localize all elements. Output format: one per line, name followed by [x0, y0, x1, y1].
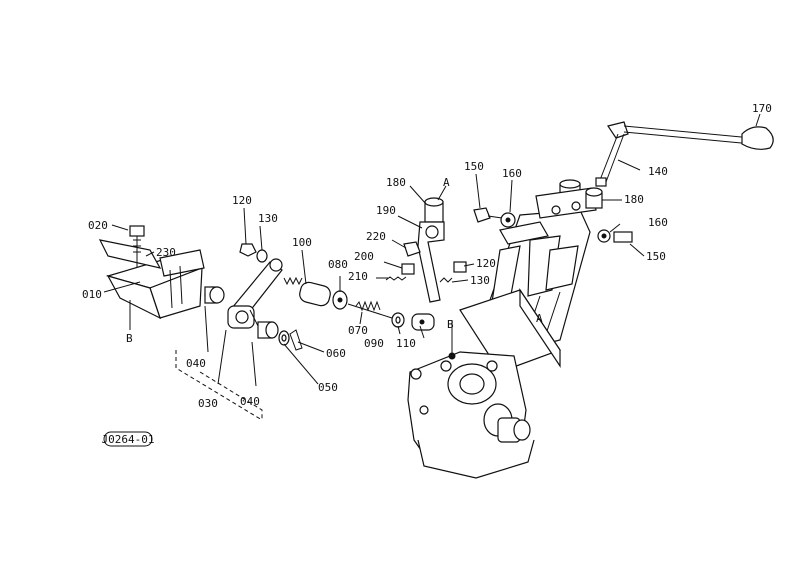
nut-120-right: [453, 261, 467, 273]
callout-090: 090: [364, 337, 384, 350]
washer-080: [332, 290, 348, 310]
bushing-040-upper: [204, 286, 225, 304]
callout-150-left: 150: [464, 160, 484, 173]
spring-210: [385, 276, 407, 281]
callout-200: 200: [354, 250, 374, 263]
steering-housing: [407, 179, 597, 479]
bracket-010: [105, 249, 205, 320]
lever-rod-140: [595, 121, 753, 187]
knob-170: [741, 126, 774, 150]
callout-130-left: 130: [258, 212, 278, 225]
callout-150-right: 150: [646, 250, 666, 263]
callout-120-right: 120: [476, 257, 496, 270]
callout-120-left: 120: [232, 194, 252, 207]
callout-060: 060: [326, 347, 346, 360]
callout-070: 070: [348, 324, 368, 337]
washer-130-left: [256, 249, 268, 263]
nut-200: [401, 263, 415, 275]
bolt-020: [129, 225, 145, 268]
callout-010: 010: [82, 288, 102, 301]
callout-130-right: 130: [470, 274, 490, 287]
callout-020: 020: [88, 219, 108, 232]
callout-040-upper: 040: [186, 357, 206, 370]
callout-180-left: 180: [386, 176, 406, 189]
callout-100: 100: [292, 236, 312, 249]
pin-060: [289, 329, 303, 351]
callout-160-left: 160: [502, 167, 522, 180]
bolt-220: [403, 241, 421, 257]
drawing-id-badge: J0264-01: [102, 431, 155, 447]
callout-210: 210: [348, 270, 368, 283]
callout-050: 050: [318, 381, 338, 394]
washer-050: [278, 330, 290, 346]
collar-180-left: [424, 197, 444, 223]
callout-140: 140: [648, 165, 668, 178]
ref-b-housing: B: [447, 318, 454, 331]
ref-a-housing: A: [536, 312, 543, 325]
callout-labels: 010 020 030 040 040 050 060 070 080 090 …: [82, 102, 772, 410]
callout-190: 190: [376, 204, 396, 217]
spring-070: [347, 300, 393, 319]
drawing-id: J0264-01: [102, 433, 155, 446]
spring-100: [283, 276, 331, 307]
plate-230: [98, 239, 162, 269]
callout-170: 170: [752, 102, 772, 115]
nut-090: [391, 312, 405, 328]
nut-160-left: [500, 212, 516, 228]
callout-220: 220: [366, 230, 386, 243]
reference-letters: A A B B: [126, 176, 543, 345]
bolt-150-right: [613, 231, 633, 243]
nut-120-left: [239, 243, 257, 257]
ref-a-upper: A: [443, 176, 450, 189]
callout-110: 110: [396, 337, 416, 350]
bolt-150-left: [473, 207, 503, 223]
callout-030: 030: [198, 397, 218, 410]
callout-180-right: 180: [624, 193, 644, 206]
arm-030: [217, 258, 283, 385]
callout-080: 080: [328, 258, 348, 271]
callout-230: 230: [156, 246, 176, 259]
washer-130-right: [439, 277, 453, 283]
ref-b-bracket: B: [126, 332, 133, 345]
joint-110: [411, 313, 435, 331]
lever-190: [417, 221, 445, 303]
nut-160-right: [597, 229, 611, 243]
bushing-040-lower: [257, 321, 279, 339]
leader-lines: [103, 113, 761, 387]
callout-160-right: 160: [648, 216, 668, 229]
collar-180-right: [585, 187, 603, 209]
callout-040-lower: 040: [240, 395, 260, 408]
